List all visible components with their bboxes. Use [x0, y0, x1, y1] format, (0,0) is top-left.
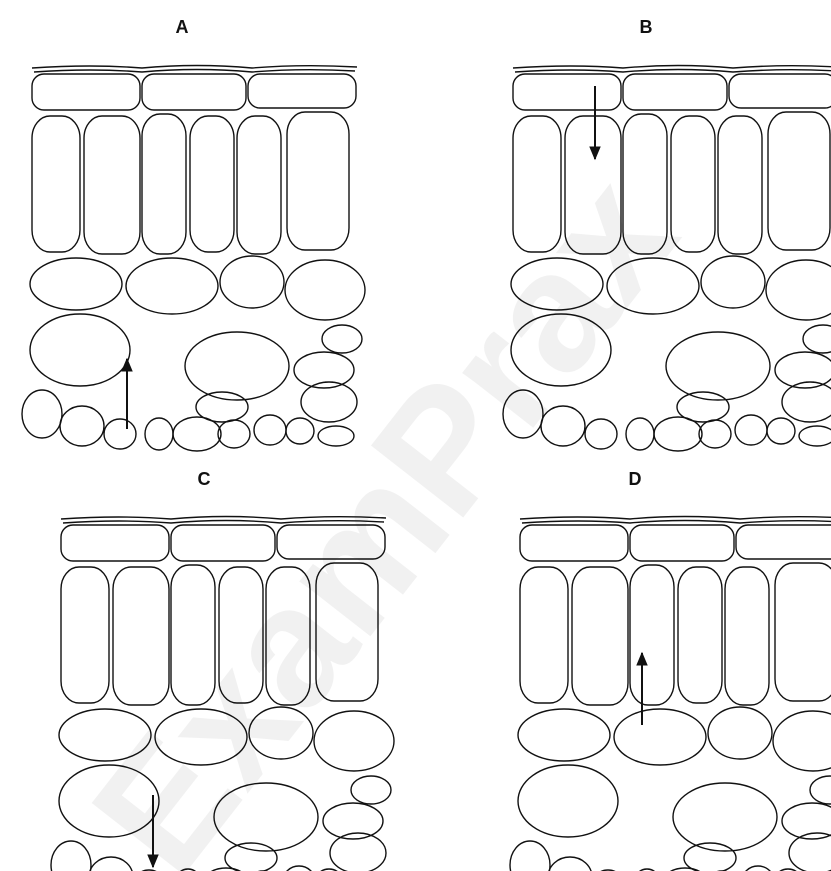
spongy-mesophyll-cell [30, 314, 130, 386]
lower-epidermis-cell [51, 841, 91, 871]
spongy-mesophyll-cell [220, 256, 284, 308]
watermark-logo: ExamPrax [56, 142, 712, 871]
lower-epidermis-cell [548, 857, 592, 871]
palisade-cell [718, 116, 762, 254]
spongy-mesophyll-cell [185, 332, 289, 400]
upper-epidermis-cell [623, 74, 727, 110]
upper-epidermis-cell [520, 525, 628, 561]
palisade-cell [84, 116, 140, 254]
palisade-cell [237, 116, 281, 254]
lower-epidermis-cell [510, 841, 550, 871]
upper-epidermis-cell [248, 74, 356, 108]
upper-epidermis-cell [61, 525, 169, 561]
lower-epidermis-cell [654, 417, 702, 451]
palisade-cell [61, 567, 109, 703]
lower-epidermis-cell [767, 418, 795, 444]
lower-epidermis-cell [626, 418, 654, 450]
palisade-cell [572, 567, 628, 705]
lower-epidermis-cell [89, 857, 133, 871]
arrow-head [637, 653, 647, 665]
lower-epidermis-cell [799, 426, 831, 446]
panel-label-b: B [631, 18, 661, 36]
lower-epidermis-cell [60, 406, 104, 446]
palisade-cell [287, 112, 349, 250]
arrow-down-icon [590, 86, 600, 159]
palisade-cell [678, 567, 722, 703]
lower-epidermis-cell [286, 418, 314, 444]
lower-epidermis-cell [735, 415, 767, 445]
palisade-cell [768, 112, 830, 250]
arrow-head [122, 359, 132, 371]
palisade-cell [671, 116, 715, 252]
palisade-cell [725, 567, 769, 705]
spongy-mesophyll-cell [518, 709, 610, 761]
arrow-up-icon [637, 653, 647, 725]
spongy-mesophyll-cell [666, 332, 770, 400]
lower-epidermis-cell [22, 390, 62, 438]
cuticle-line [513, 66, 831, 69]
spongy-mesophyll-cell [766, 260, 831, 320]
spongy-mesophyll-cell [708, 707, 772, 759]
spongy-mesophyll-cell [614, 709, 706, 765]
palisade-cell [190, 116, 234, 252]
upper-epidermis-cell [729, 74, 831, 108]
spongy-mesophyll-cell [518, 765, 618, 837]
cuticle-line [520, 517, 831, 520]
spongy-mesophyll-cell [30, 258, 122, 310]
upper-epidermis-cell [630, 525, 734, 561]
spongy-mesophyll-cell [773, 711, 831, 771]
spongy-mesophyll-cell [322, 325, 362, 353]
cuticle-line [34, 70, 355, 73]
lower-epidermis-cell [254, 415, 286, 445]
lower-epidermis-cell [104, 419, 136, 449]
lower-epidermis-cell [196, 392, 248, 422]
spongy-mesophyll-cell [285, 260, 365, 320]
lower-epidermis-cell [742, 866, 774, 871]
lower-epidermis-cell [684, 843, 736, 871]
cuticle-line [32, 66, 357, 69]
upper-epidermis-cell [736, 525, 831, 559]
upper-epidermis-cell [32, 74, 140, 110]
leaf-section-a [22, 66, 365, 452]
palisade-cell [142, 114, 186, 254]
leaf-section-d [510, 517, 831, 871]
palisade-cell [630, 565, 674, 705]
spongy-mesophyll-cell [351, 776, 391, 804]
lower-epidermis-cell [173, 417, 221, 451]
spongy-mesophyll-cell [810, 776, 831, 804]
lower-epidermis-cell [585, 419, 617, 449]
arrow-up-icon [122, 359, 132, 429]
palisade-cell [520, 567, 568, 703]
panel-label-d: D [620, 470, 650, 488]
cuticle-line [522, 521, 831, 524]
spongy-mesophyll-cell [126, 258, 218, 314]
upper-epidermis-cell [142, 74, 246, 110]
palisade-cell [32, 116, 80, 252]
panel-label-c: C [189, 470, 219, 488]
arrow-head [590, 147, 600, 159]
lower-epidermis-cell [699, 420, 731, 448]
lower-epidermis-cell [283, 866, 315, 871]
lower-epidermis-cell [145, 418, 173, 450]
spongy-mesophyll-cell [673, 783, 777, 851]
lower-epidermis-cell [677, 392, 729, 422]
upper-epidermis-cell [513, 74, 621, 110]
cuticle-line [515, 70, 831, 73]
spongy-mesophyll-cell [803, 325, 831, 353]
palisade-cell [775, 563, 831, 701]
panel-label-a: A [167, 18, 197, 36]
spongy-mesophyll-cell [701, 256, 765, 308]
lower-epidermis-cell [218, 420, 250, 448]
